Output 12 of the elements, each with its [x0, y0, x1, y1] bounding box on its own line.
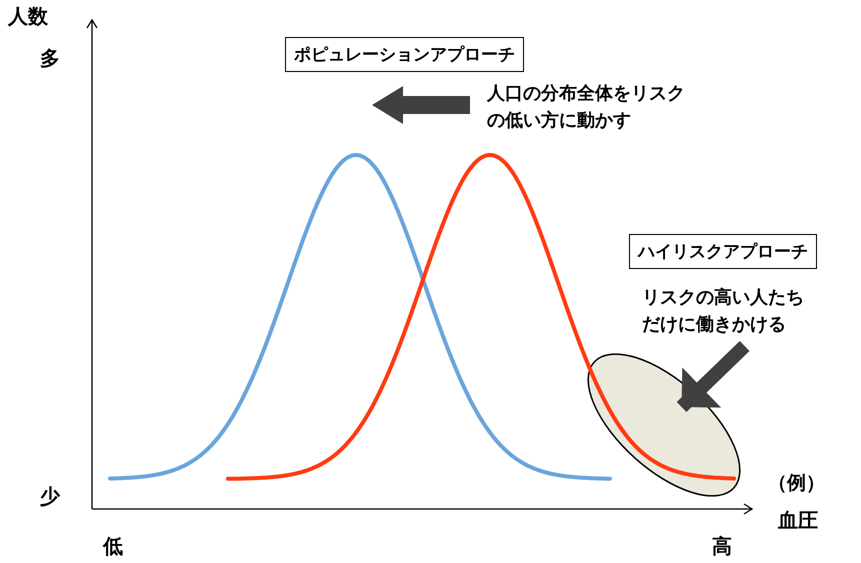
arrow [676, 340, 750, 412]
axis-label: 多 [40, 45, 60, 72]
axis-label: 少 [40, 483, 60, 510]
approach-label: ポピュレーションアプローチ [285, 37, 524, 72]
axis-title: 人数 [8, 3, 48, 30]
description-text: 人口の分布全体をリスクの低い方に動かす [487, 80, 689, 134]
axis-label: 高 [712, 533, 732, 560]
axis-note: （例） [768, 471, 825, 496]
axis-title: 血圧 [778, 507, 818, 534]
description-text: リスクの高い人たちだけに働きかける [642, 284, 808, 338]
axis-label: 低 [103, 533, 123, 560]
approach-label: ハイリスクアプローチ [629, 234, 817, 269]
